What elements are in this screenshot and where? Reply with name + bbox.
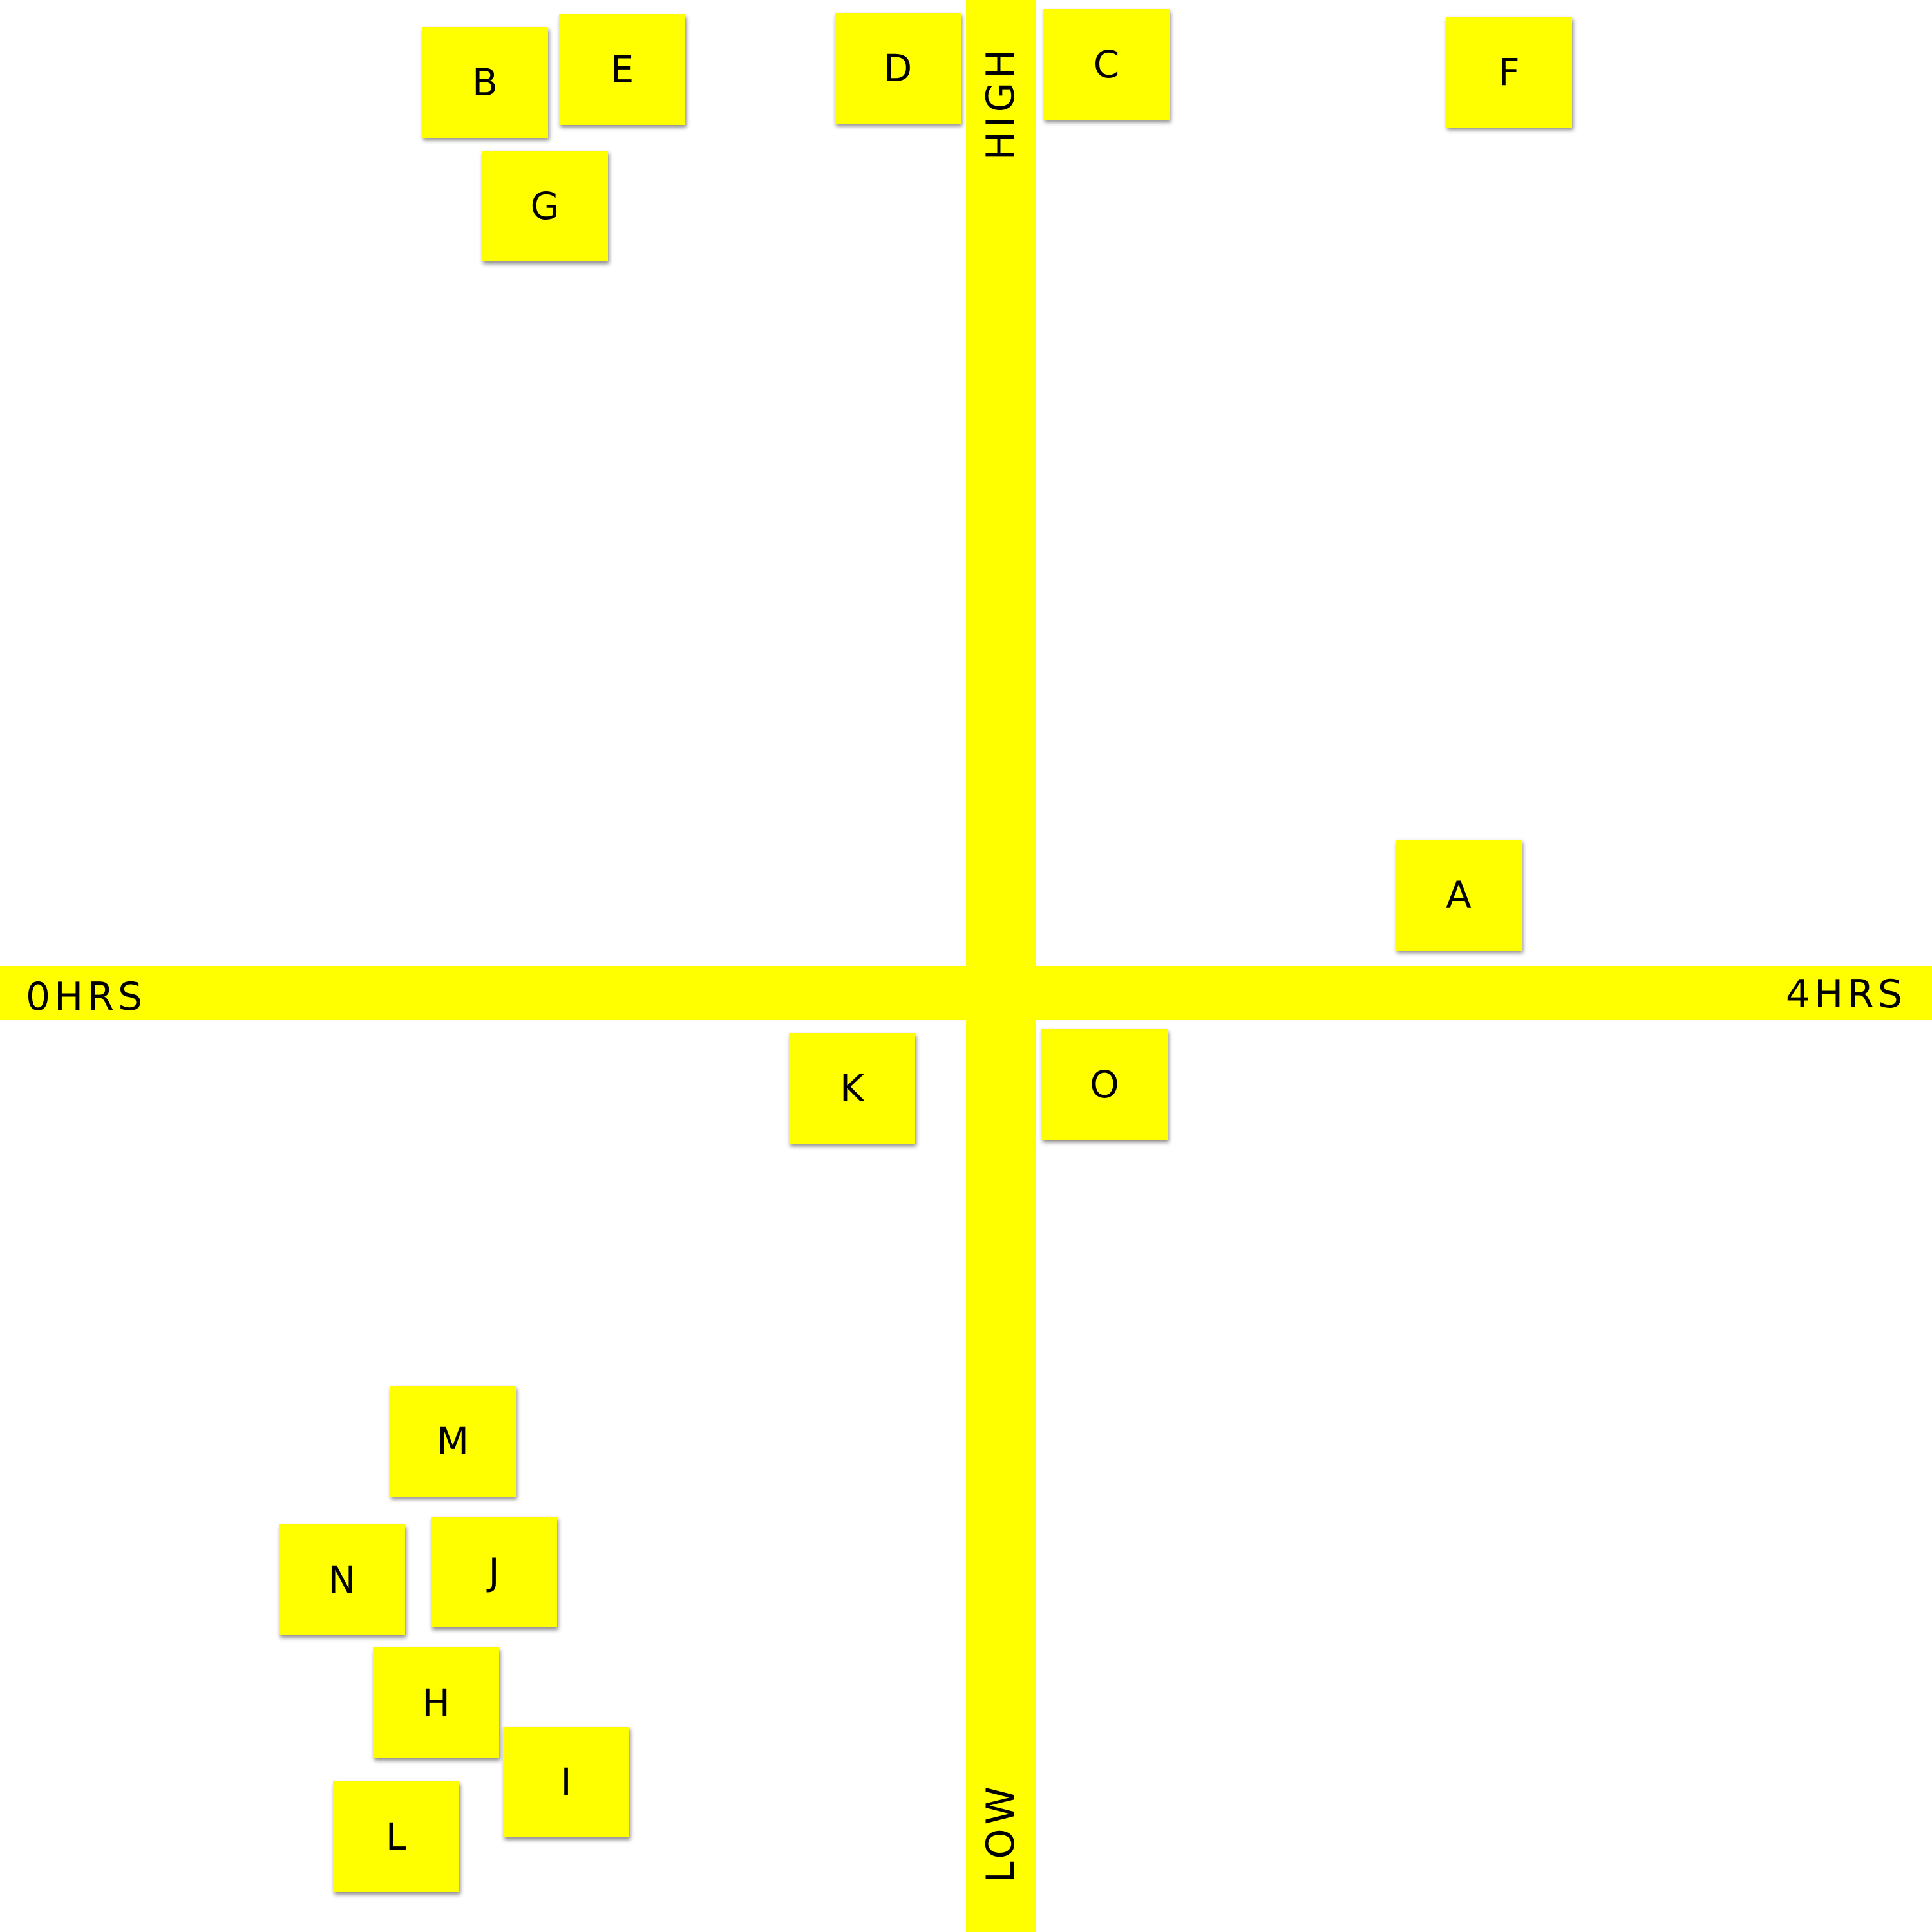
sticky-note-e[interactable]: E [559,14,685,125]
sticky-note-f[interactable]: F [1446,17,1572,128]
horizontal-axis-bar [0,966,1932,1020]
sticky-note-a[interactable]: A [1396,840,1522,951]
sticky-note-i[interactable]: I [503,1727,629,1837]
sticky-note-d[interactable]: D [835,13,961,124]
y-axis-max-label: HIGH [978,45,1023,161]
sticky-note-g[interactable]: G [482,151,608,261]
x-axis-min-label: 0HRS [26,974,147,1019]
x-axis-max-label: 4HRS [1785,972,1906,1017]
sticky-note-c[interactable]: C [1043,9,1170,120]
sticky-note-l[interactable]: L [333,1781,459,1892]
sticky-note-h[interactable]: H [373,1647,499,1758]
y-axis-min-label: LOW [978,1783,1023,1883]
sticky-note-b[interactable]: B [422,27,548,138]
sticky-note-o[interactable]: O [1041,1029,1168,1140]
sticky-note-n[interactable]: N [279,1524,405,1635]
sticky-note-k[interactable]: K [789,1033,915,1144]
sticky-note-m[interactable]: M [390,1386,516,1497]
sticky-note-j[interactable]: J [431,1517,557,1627]
